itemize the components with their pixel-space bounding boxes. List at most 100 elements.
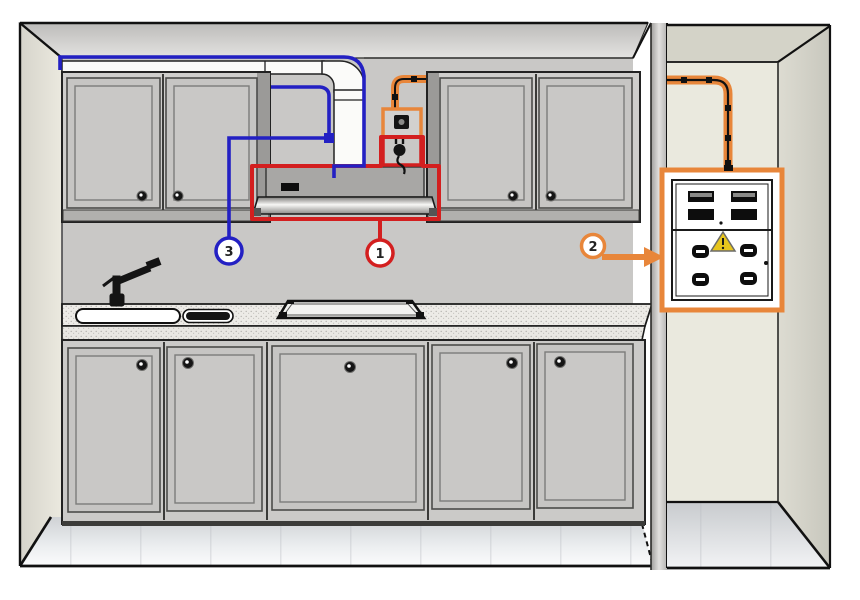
lower-cabinet-door bbox=[536, 343, 634, 509]
hood-circuit-highlight bbox=[250, 135, 441, 240]
counter-edge-shade bbox=[62, 326, 642, 340]
cabinet-bottom-rail bbox=[427, 209, 640, 222]
panel-dot bbox=[719, 221, 723, 225]
countertop bbox=[61, 257, 654, 341]
callout-2: 2 bbox=[579, 232, 664, 267]
socket-icon bbox=[394, 115, 409, 129]
cable-clip bbox=[725, 135, 731, 141]
cabinet-knob bbox=[344, 361, 356, 373]
utility-ceiling-corner bbox=[777, 25, 831, 63]
junction-box bbox=[324, 133, 334, 143]
cable-clip bbox=[681, 77, 687, 83]
panel-knob bbox=[740, 244, 757, 257]
cable-clip bbox=[706, 77, 712, 83]
cabinet-knob bbox=[136, 359, 148, 371]
utility-room bbox=[667, 23, 832, 570]
cabinet-knob bbox=[182, 357, 194, 369]
conduit-wire bbox=[394, 78, 432, 110]
warning-triangle-icon bbox=[709, 230, 737, 252]
cabinet-side-panel bbox=[428, 73, 439, 221]
cable-clip bbox=[392, 94, 398, 100]
faucet-spout bbox=[114, 264, 152, 286]
pillar-face bbox=[651, 23, 667, 570]
cooktop-corner bbox=[287, 300, 294, 304]
hood-body bbox=[265, 166, 425, 198]
cabinet-bottom-rail bbox=[62, 209, 270, 222]
callout-1-badge bbox=[365, 238, 395, 268]
kitchen-floor bbox=[18, 516, 654, 568]
utility-floor-corner bbox=[776, 501, 832, 569]
hood-socket-conduit bbox=[391, 75, 432, 110]
callout-3: 3 bbox=[214, 236, 244, 266]
cabinet-base-shadow bbox=[62, 521, 645, 526]
cooktop-corner bbox=[279, 312, 287, 317]
utility-floor-lines bbox=[667, 502, 830, 568]
panel-inner-line bbox=[675, 183, 769, 297]
utility-side-wall bbox=[778, 26, 830, 568]
hood-outline-red bbox=[250, 135, 441, 221]
sink bbox=[75, 308, 234, 324]
right-corner-edge bbox=[632, 22, 652, 59]
cabinet-knob bbox=[507, 190, 519, 202]
breaker-switch bbox=[688, 191, 714, 202]
cabinet-knob bbox=[136, 190, 148, 202]
range-hood bbox=[251, 166, 439, 216]
breaker-switch bbox=[731, 191, 757, 202]
cabinet-knob bbox=[506, 357, 518, 369]
canopy-end-cap bbox=[253, 208, 261, 216]
cabinet-door-panel bbox=[173, 85, 250, 201]
cable-clip bbox=[725, 160, 731, 166]
panel-knob bbox=[740, 272, 757, 285]
floor-left-edge bbox=[18, 516, 53, 567]
upper-cabinet-right bbox=[426, 71, 641, 223]
left-corner-edge bbox=[19, 22, 63, 59]
callout-2-number: 2 bbox=[588, 240, 597, 255]
lower-cabinet-door bbox=[166, 346, 263, 512]
sink-bowl bbox=[75, 308, 181, 324]
cabinet-knob bbox=[172, 190, 184, 202]
cable-clip bbox=[725, 105, 731, 111]
panel-knob bbox=[692, 245, 709, 258]
cabinet-knob bbox=[554, 356, 566, 368]
blue-branch-wiring bbox=[58, 55, 366, 238]
panel-dot bbox=[764, 261, 768, 265]
hood-canopy bbox=[251, 196, 439, 215]
panel-feed-conduit bbox=[667, 75, 733, 178]
panel-cable-entry bbox=[724, 165, 733, 171]
faucet-spout-tip bbox=[145, 257, 162, 270]
blue-wire-branch bbox=[227, 85, 331, 238]
lower-cabinet-door bbox=[271, 345, 425, 511]
cable-clip bbox=[411, 76, 417, 82]
cooktop bbox=[275, 299, 427, 320]
lower-cabinet-door bbox=[67, 347, 161, 513]
cooktop-corner bbox=[416, 312, 424, 317]
faucet bbox=[102, 257, 162, 307]
callout-3-number: 3 bbox=[224, 245, 233, 260]
cooktop-corner bbox=[406, 300, 413, 304]
callout-2-badge bbox=[579, 232, 607, 260]
lower-cabinet-door bbox=[431, 344, 531, 510]
callout-2-arrowhead bbox=[644, 247, 664, 267]
cabinet-knob bbox=[545, 190, 557, 202]
blue-wire-main bbox=[58, 55, 366, 178]
faucet-column bbox=[112, 275, 121, 297]
breaker-switch bbox=[688, 209, 714, 220]
callout-3-badge bbox=[214, 236, 244, 266]
lower-cabinets bbox=[61, 339, 646, 526]
callout-1: 1 bbox=[365, 238, 395, 268]
left-wall bbox=[20, 23, 62, 566]
hood-control-panel bbox=[281, 183, 299, 191]
faucet-lever bbox=[102, 275, 116, 288]
electrical-panel bbox=[659, 165, 785, 313]
cabinet-door-panel bbox=[447, 85, 525, 201]
cabinet-door-panel bbox=[74, 85, 153, 201]
cabinet-door-panel bbox=[546, 85, 625, 201]
floor-tile-lines bbox=[20, 517, 652, 566]
breaker-switch bbox=[731, 209, 757, 220]
utility-ceiling bbox=[667, 25, 830, 62]
panel-knob bbox=[692, 273, 709, 286]
callout-1-number: 1 bbox=[375, 247, 384, 262]
duct-vertical-run bbox=[333, 89, 365, 173]
canopy-end-cap bbox=[429, 208, 437, 216]
